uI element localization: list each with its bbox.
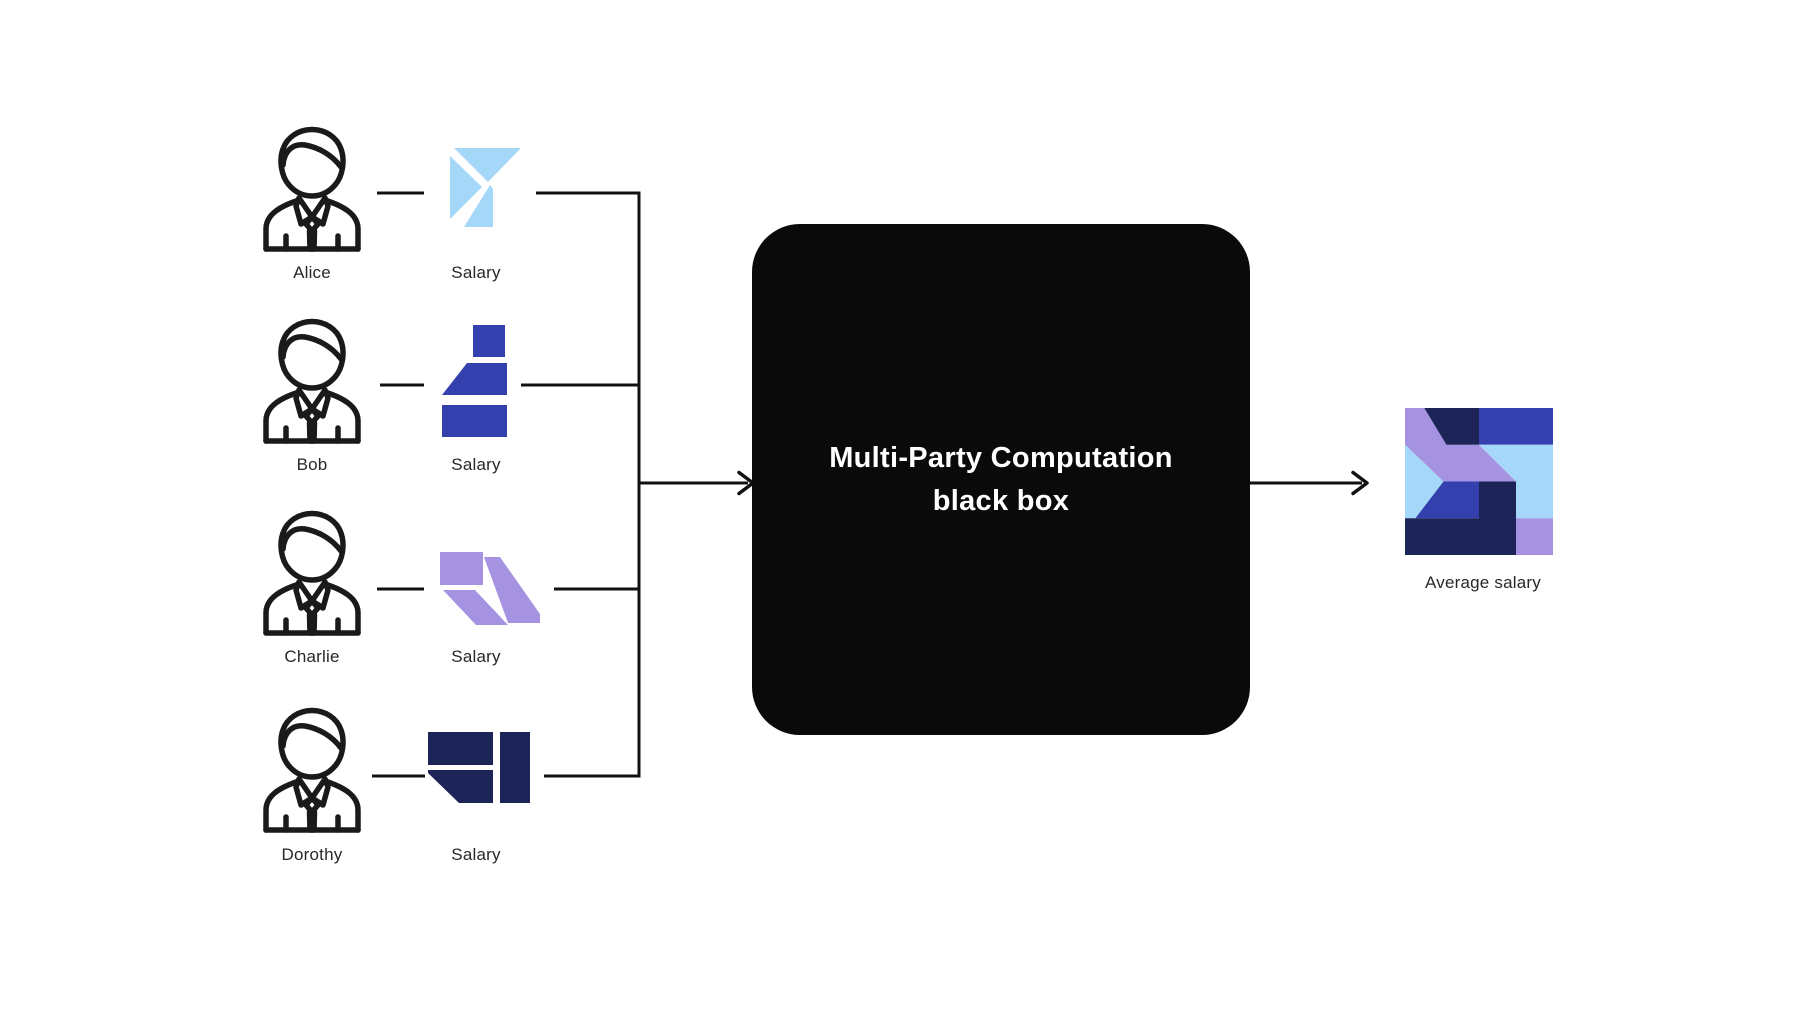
person-name: Alice <box>293 263 331 282</box>
salary-label: Salary <box>451 845 501 864</box>
person-name: Charlie <box>284 647 340 666</box>
mpc-black-box: Multi-Party Computation black box <box>752 224 1250 735</box>
person-name: Bob <box>296 455 328 474</box>
salary-share-icon <box>450 148 521 227</box>
person-icon <box>256 314 368 444</box>
average-salary-mosaic-icon <box>1405 408 1553 555</box>
arrow-head-into-box <box>737 470 755 496</box>
person-name: Dorothy <box>281 845 343 864</box>
person-icon <box>256 506 368 636</box>
arrow-head-to-result <box>1351 470 1369 496</box>
salary-share-icon <box>440 552 540 625</box>
person-icon <box>256 122 368 252</box>
salary-label: Salary <box>451 263 501 282</box>
black-box-title-line2: black box <box>932 484 1070 517</box>
black-box-title-line1: Multi-Party Computation <box>829 441 1173 474</box>
salary-share-icon <box>442 325 507 437</box>
person-icon <box>256 703 368 833</box>
salary-share-icon <box>428 732 530 803</box>
salary-label: Salary <box>451 455 501 474</box>
average-salary-label: Average salary <box>1425 573 1541 592</box>
salary-label: Salary <box>451 647 501 666</box>
